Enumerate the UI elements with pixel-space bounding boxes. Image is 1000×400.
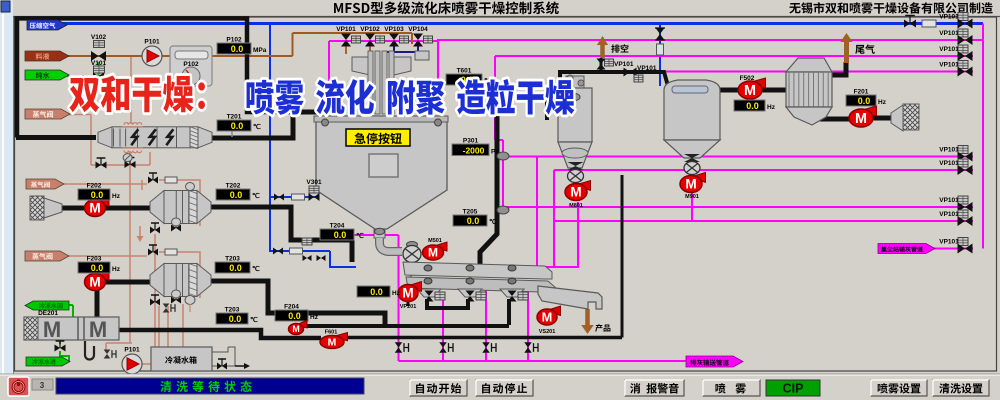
svg-text:VS201: VS201: [539, 329, 556, 335]
svg-text:0.0: 0.0: [230, 190, 243, 200]
svg-text:DE201: DE201: [38, 310, 58, 317]
svg-text:VP101: VP101: [939, 46, 959, 53]
svg-text:VP101: VP101: [939, 211, 959, 218]
svg-text:M: M: [402, 286, 413, 301]
svg-text:VP101: VP101: [939, 197, 959, 204]
svg-text:M: M: [855, 111, 867, 127]
svg-text:℃: ℃: [253, 123, 261, 131]
svg-text:VP201: VP201: [400, 304, 417, 310]
svg-text:F204: F204: [284, 304, 299, 311]
svg-text:Pa: Pa: [491, 149, 499, 156]
svg-text:M: M: [43, 317, 61, 342]
svg-text:F601: F601: [325, 330, 338, 336]
svg-text:M: M: [570, 185, 581, 200]
svg-text:T203: T203: [225, 307, 240, 314]
svg-text:℃: ℃: [250, 316, 258, 324]
svg-text:CIP: CIP: [783, 382, 804, 396]
svg-text:Hz: Hz: [767, 104, 776, 111]
svg-text:℃: ℃: [356, 232, 364, 240]
svg-text:P102: P102: [183, 61, 199, 68]
svg-text:VP103: VP103: [384, 26, 404, 33]
svg-text:M501: M501: [428, 238, 442, 244]
svg-text:VP101: VP101: [939, 160, 959, 167]
svg-text:VP101: VP101: [614, 61, 634, 68]
svg-text:M: M: [292, 324, 299, 334]
svg-text:F502: F502: [740, 75, 755, 82]
svg-text:0.0: 0.0: [231, 44, 244, 54]
svg-text:3: 3: [40, 381, 45, 390]
svg-text:℃: ℃: [489, 218, 497, 226]
svg-text:M: M: [89, 317, 107, 342]
svg-text:VP102: VP102: [360, 26, 380, 33]
svg-text:VP101: VP101: [939, 147, 959, 154]
svg-text:VP101: VP101: [939, 30, 959, 37]
svg-text:℃: ℃: [252, 192, 260, 200]
svg-text:F202: F202: [87, 183, 102, 190]
svg-text:0.0: 0.0: [229, 263, 242, 273]
svg-text:M: M: [744, 83, 756, 99]
svg-text:P102: P102: [226, 37, 242, 44]
svg-text:V301: V301: [306, 179, 322, 186]
svg-text:Hz: Hz: [112, 193, 121, 200]
svg-text:0.0: 0.0: [288, 311, 301, 321]
svg-text:Hz: Hz: [392, 290, 401, 297]
svg-text:M: M: [328, 338, 337, 349]
svg-text:MPa: MPa: [253, 47, 267, 54]
svg-text:M: M: [89, 275, 100, 290]
svg-text:M: M: [428, 246, 438, 260]
svg-text:VP104: VP104: [408, 26, 428, 33]
svg-text:M: M: [89, 201, 100, 216]
svg-text:M: M: [685, 177, 696, 192]
svg-text:T203: T203: [225, 256, 240, 263]
svg-text:T202: T202: [226, 183, 241, 190]
svg-text:VP101: VP101: [637, 65, 657, 72]
svg-text:T204: T204: [330, 223, 345, 230]
svg-text:0.0: 0.0: [91, 263, 104, 273]
svg-text:-2000: -2000: [463, 145, 485, 155]
svg-text:VP101: VP101: [939, 62, 959, 69]
svg-text:0.0: 0.0: [334, 230, 347, 240]
svg-text:M: M: [542, 309, 553, 324]
svg-text:P301: P301: [463, 138, 479, 145]
svg-text:T201: T201: [227, 114, 242, 121]
svg-text:0.0: 0.0: [229, 314, 242, 324]
svg-text:V101: V101: [91, 60, 107, 67]
svg-text:V102: V102: [91, 34, 107, 41]
svg-text:0.0: 0.0: [231, 121, 244, 131]
svg-text:VP101: VP101: [939, 239, 959, 246]
svg-text:T205: T205: [463, 209, 478, 216]
svg-text:VP101: VP101: [336, 26, 356, 33]
svg-text:P101: P101: [124, 347, 140, 354]
svg-text:T601: T601: [457, 68, 472, 75]
svg-text:0.0: 0.0: [91, 190, 104, 200]
svg-text:℃: ℃: [252, 265, 260, 273]
svg-text:F201: F201: [854, 89, 869, 96]
svg-text:VP101: VP101: [939, 14, 959, 21]
svg-text:P101: P101: [144, 39, 160, 46]
svg-text:M901: M901: [685, 194, 699, 200]
svg-text:Hz: Hz: [878, 99, 887, 106]
svg-text:0.0: 0.0: [858, 96, 871, 106]
svg-text:0.0: 0.0: [746, 101, 759, 111]
svg-text:M801: M801: [569, 203, 583, 209]
svg-text:Hz: Hz: [112, 266, 121, 273]
svg-text:Hz: Hz: [310, 314, 319, 321]
svg-text:F203: F203: [87, 256, 102, 263]
svg-text:0.0: 0.0: [467, 216, 480, 226]
svg-text:0.0: 0.0: [370, 287, 383, 297]
